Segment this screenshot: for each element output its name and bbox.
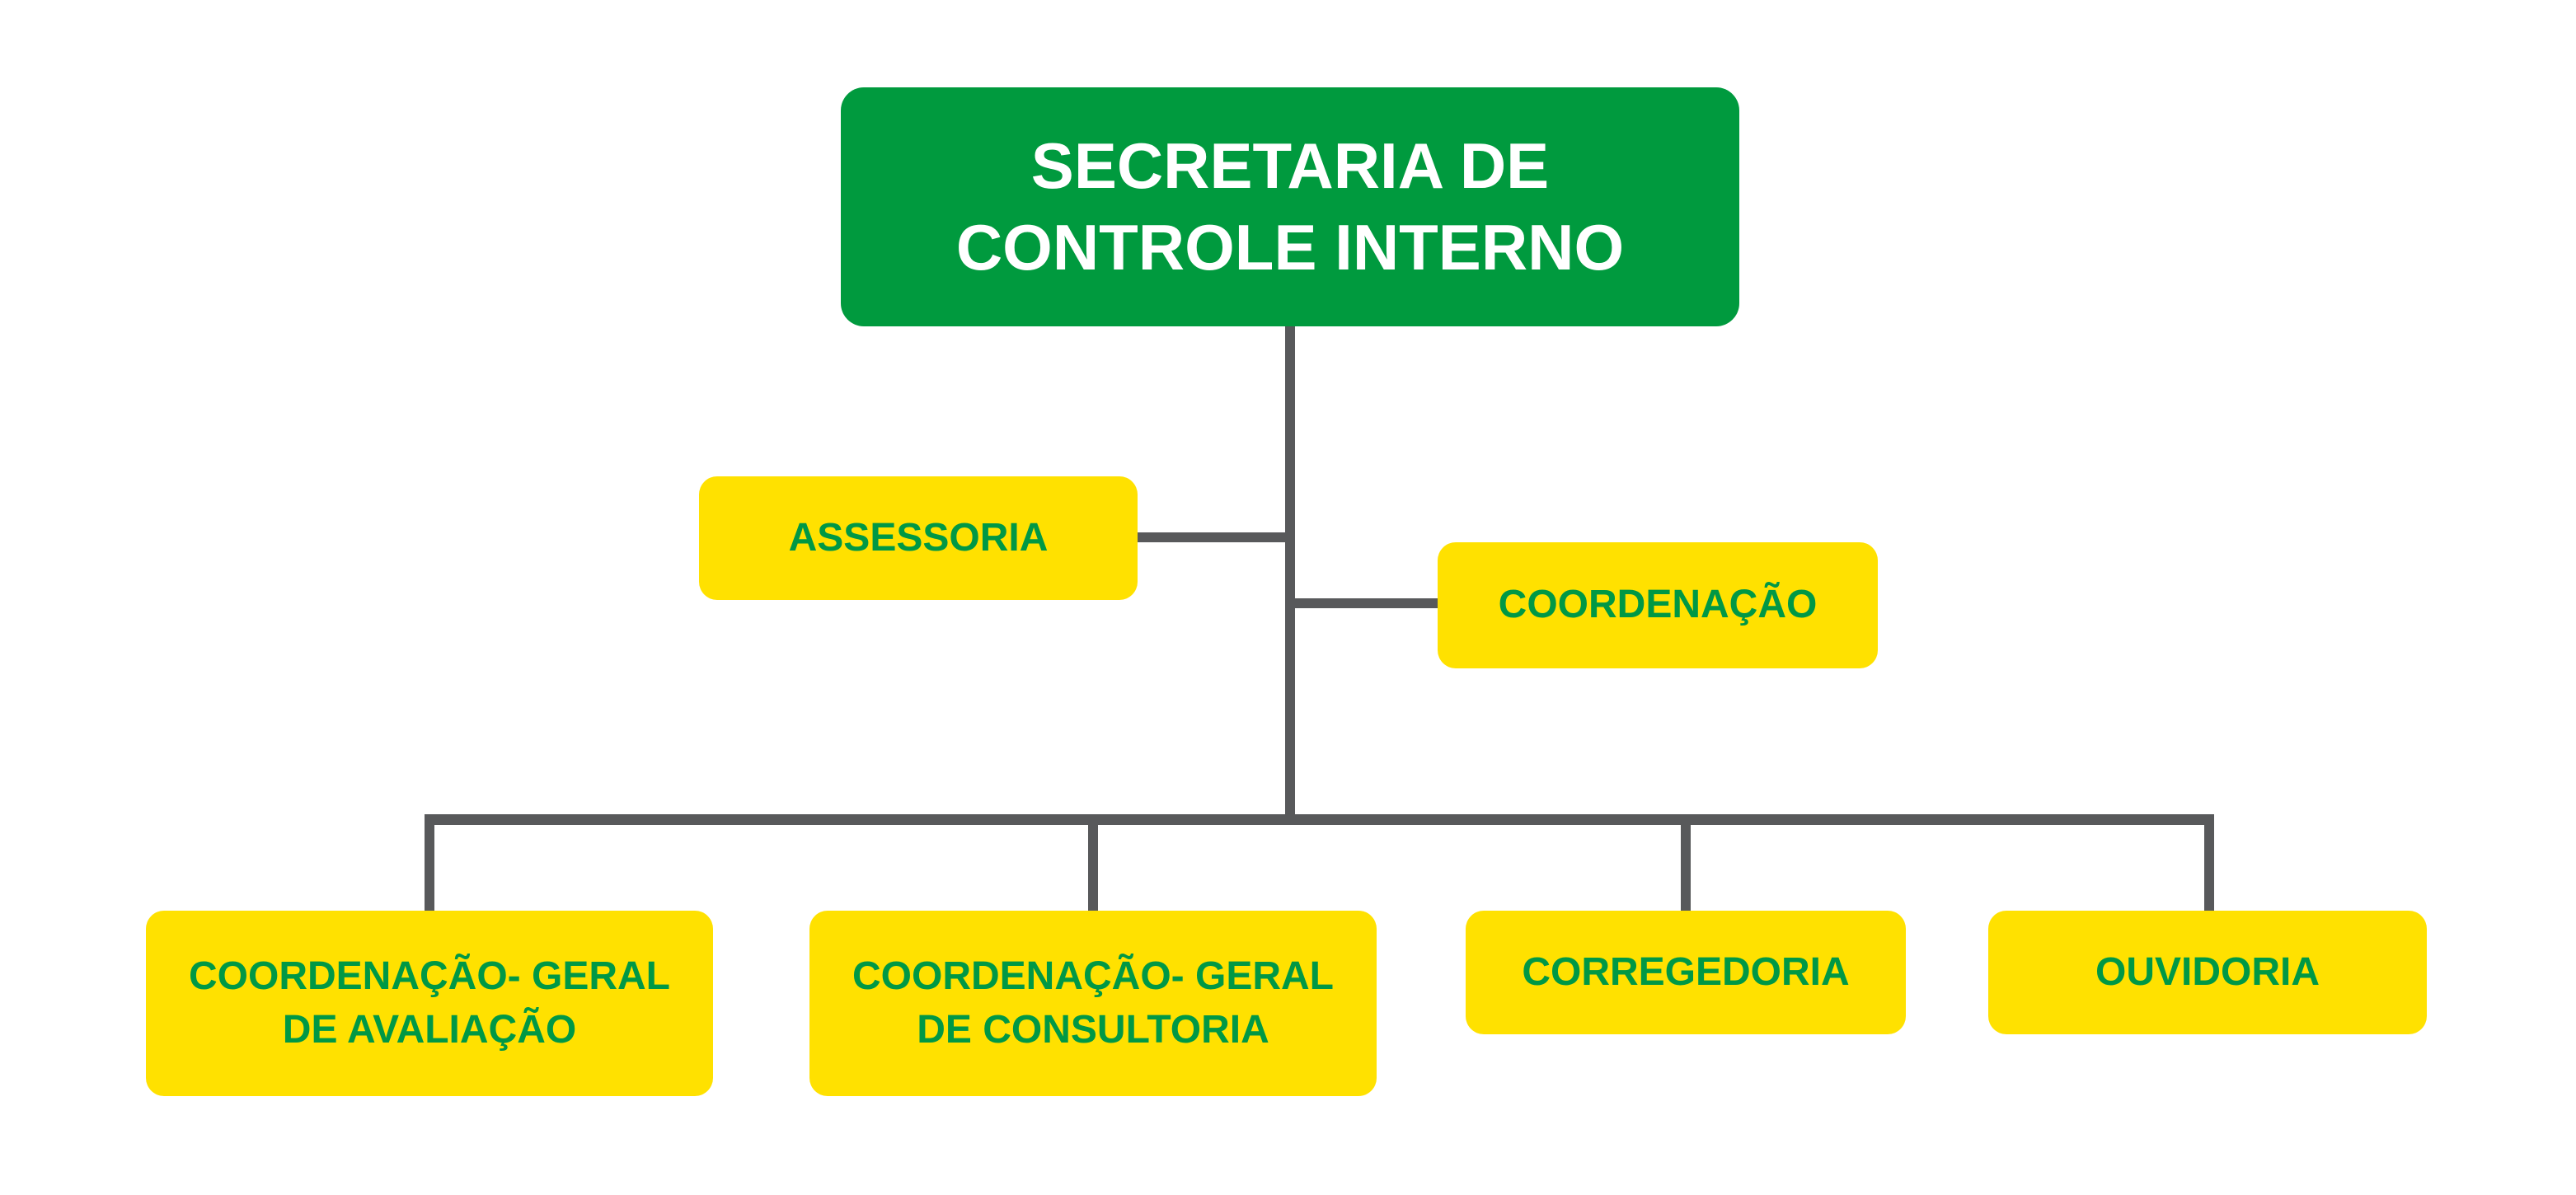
connector-stub-avaliacao — [425, 814, 434, 913]
connector-coordenacao — [1289, 598, 1438, 608]
connector-trunk — [1285, 325, 1295, 819]
connector-stub-ouvidoria — [2204, 814, 2214, 913]
connector-stub-consultoria — [1088, 814, 1098, 913]
node-label: SECRETARIA DE CONTROLE INTERNO — [955, 129, 1625, 284]
node-label: CORREGEDORIA — [1522, 949, 1850, 994]
node-label: COORDENAÇÃO- GERAL DE CONSULTORIA — [852, 954, 1334, 1052]
node-label: ASSESSORIA — [788, 515, 1049, 560]
node-coordenacao: COORDENAÇÃO — [1438, 542, 1878, 668]
connector-assessoria — [1138, 532, 1291, 542]
node-assessoria: ASSESSORIA — [699, 476, 1138, 600]
node-corregedoria: CORREGEDORIA — [1466, 911, 1906, 1034]
node-ouvidoria: OUVIDORIA — [1988, 911, 2427, 1034]
node-label: OUVIDORIA — [2095, 949, 2320, 994]
node-secretaria-de-controle-interno: SECRETARIA DE CONTROLE INTERNO — [841, 87, 1739, 326]
connector-children-bar — [425, 814, 2214, 825]
node-label: COORDENAÇÃO — [1498, 583, 1818, 627]
node-coordenacao-geral-de-avaliacao: COORDENAÇÃO- GERAL DE AVALIAÇÃO — [146, 911, 713, 1096]
node-coordenacao-geral-de-consultoria: COORDENAÇÃO- GERAL DE CONSULTORIA — [809, 911, 1377, 1096]
node-label: COORDENAÇÃO- GERAL DE AVALIAÇÃO — [189, 954, 670, 1052]
connector-stub-corregedoria — [1681, 814, 1691, 913]
